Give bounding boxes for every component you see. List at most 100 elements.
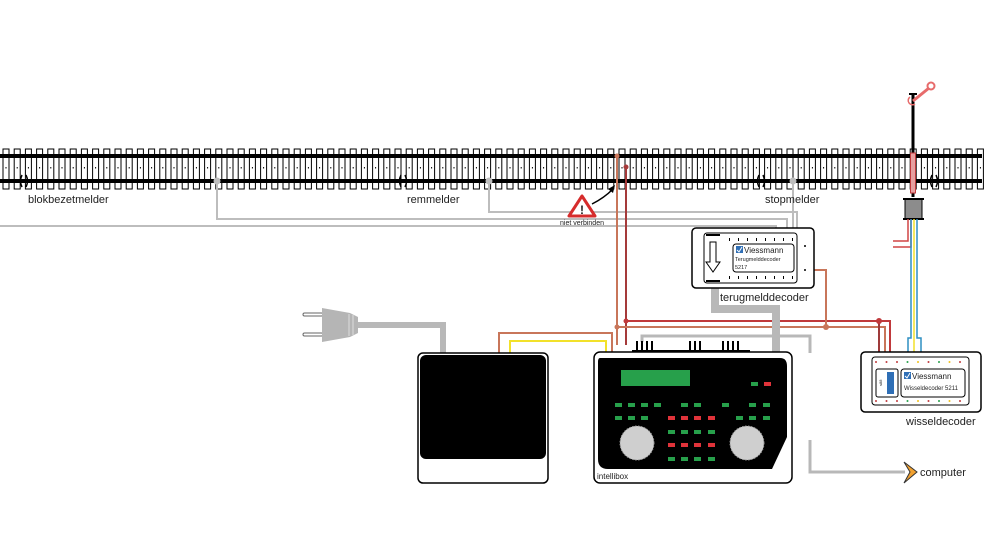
keypad-button[interactable] bbox=[615, 403, 622, 407]
keypad-button[interactable] bbox=[668, 416, 675, 420]
sleeper bbox=[461, 148, 469, 190]
terug-terminal bbox=[729, 238, 730, 241]
intellibox-knob-right[interactable] bbox=[729, 425, 765, 461]
keypad-button[interactable] bbox=[681, 443, 688, 447]
wire-joint bbox=[623, 164, 629, 170]
sleeper-bolt bbox=[666, 167, 668, 169]
sleeper bbox=[898, 148, 906, 190]
sleeper bbox=[349, 148, 357, 190]
keypad-button[interactable] bbox=[694, 403, 701, 407]
sleeper-bolt bbox=[834, 167, 836, 169]
sleeper-bolt bbox=[341, 167, 343, 169]
keypad-button[interactable] bbox=[668, 443, 675, 447]
keypad-button[interactable] bbox=[708, 443, 715, 447]
keypad-button[interactable] bbox=[764, 382, 771, 386]
signal-mast-red-section bbox=[910, 152, 916, 194]
sleeper-bolt bbox=[935, 167, 937, 169]
sleeper-bolt bbox=[946, 167, 948, 169]
sleeper-bolt bbox=[733, 167, 735, 169]
terug-terminal bbox=[747, 276, 748, 279]
sleeper-bolt bbox=[207, 167, 209, 169]
keypad-button[interactable] bbox=[668, 430, 675, 434]
keypad-button[interactable] bbox=[628, 416, 635, 420]
keypad-button[interactable] bbox=[749, 403, 756, 407]
keypad-button[interactable] bbox=[641, 416, 648, 420]
keypad-button[interactable] bbox=[694, 443, 701, 447]
label-remmelder: remmelder bbox=[407, 194, 460, 206]
transformer-wires bbox=[498, 332, 613, 353]
sleeper-bolt bbox=[285, 167, 287, 169]
wissel-terminal bbox=[896, 361, 898, 363]
cable-intellibox-internal bbox=[640, 334, 812, 353]
wire-joint bbox=[789, 177, 797, 185]
sleeper-bolt bbox=[330, 167, 332, 169]
keypad-button[interactable] bbox=[681, 430, 688, 434]
signal-hinge bbox=[907, 96, 916, 106]
sleeper bbox=[47, 148, 55, 190]
wire-joint bbox=[623, 318, 629, 324]
sleeper bbox=[842, 148, 850, 190]
sleeper-bolt bbox=[229, 167, 231, 169]
sleeper-bolt bbox=[319, 167, 321, 169]
wissel-terminal bbox=[875, 361, 877, 363]
sleeper bbox=[204, 148, 212, 190]
sleeper bbox=[416, 148, 424, 190]
wire-blokbezetmelder bbox=[216, 181, 788, 228]
intellibox-knob-left[interactable] bbox=[619, 425, 655, 461]
wire-remmelder bbox=[488, 181, 798, 228]
sleeper-bolt bbox=[565, 167, 567, 169]
warning-arrow-icon bbox=[591, 188, 614, 205]
wire-bus-brown bbox=[617, 326, 886, 352]
keypad-button[interactable] bbox=[628, 403, 635, 407]
sleeper-bolt bbox=[397, 167, 399, 169]
keypad-button[interactable] bbox=[668, 457, 675, 461]
keypad-button[interactable] bbox=[681, 403, 688, 407]
sleeper bbox=[495, 148, 503, 190]
sleeper bbox=[887, 148, 895, 190]
sleeper-bolt bbox=[61, 167, 63, 169]
keypad-button[interactable] bbox=[749, 416, 756, 420]
keypad-button[interactable] bbox=[681, 416, 688, 420]
sleeper-bolt bbox=[856, 167, 858, 169]
keypad-button[interactable] bbox=[708, 416, 715, 420]
sleeper-bolt bbox=[643, 167, 645, 169]
sleeper bbox=[730, 148, 738, 190]
wire-joint bbox=[614, 324, 620, 330]
sleeper bbox=[741, 148, 749, 190]
keypad-button[interactable] bbox=[722, 403, 729, 407]
wissel-terminal bbox=[938, 400, 940, 402]
sleeper bbox=[271, 148, 279, 190]
keypad-button[interactable] bbox=[694, 430, 701, 434]
wissel-terminal bbox=[885, 400, 888, 402]
keypad-button[interactable] bbox=[708, 430, 715, 434]
keypad-button[interactable] bbox=[708, 457, 715, 461]
sleeper-bolt bbox=[531, 167, 533, 169]
wissel-terminal bbox=[885, 361, 888, 363]
sleeper bbox=[237, 148, 245, 190]
keypad-button[interactable] bbox=[736, 416, 743, 420]
sleeper-bolt bbox=[823, 167, 825, 169]
sleeper-bolt bbox=[509, 167, 511, 169]
wissel-connector-icon bbox=[887, 372, 894, 394]
keypad-button[interactable] bbox=[763, 403, 770, 407]
keypad-button[interactable] bbox=[694, 416, 701, 420]
keypad-button[interactable] bbox=[763, 416, 770, 420]
wissel-terminal bbox=[927, 400, 930, 402]
signal-wires bbox=[893, 219, 922, 352]
sleeper-bolt bbox=[699, 167, 701, 169]
keypad-button[interactable] bbox=[654, 403, 661, 407]
wissel-terminal bbox=[959, 400, 961, 402]
connector-pin bbox=[694, 341, 696, 351]
keypad-button[interactable] bbox=[615, 416, 622, 420]
sleeper bbox=[170, 148, 178, 190]
connector-pin bbox=[646, 341, 648, 351]
sleeper bbox=[24, 148, 32, 190]
sleeper bbox=[450, 148, 458, 190]
keypad-button[interactable] bbox=[641, 403, 648, 407]
keypad-button[interactable] bbox=[681, 457, 688, 461]
keypad-button[interactable] bbox=[751, 382, 758, 386]
keypad-button[interactable] bbox=[694, 457, 701, 461]
connector-pin bbox=[689, 341, 691, 351]
terug-terminal bbox=[738, 276, 739, 279]
terug-terminal bbox=[765, 276, 766, 279]
